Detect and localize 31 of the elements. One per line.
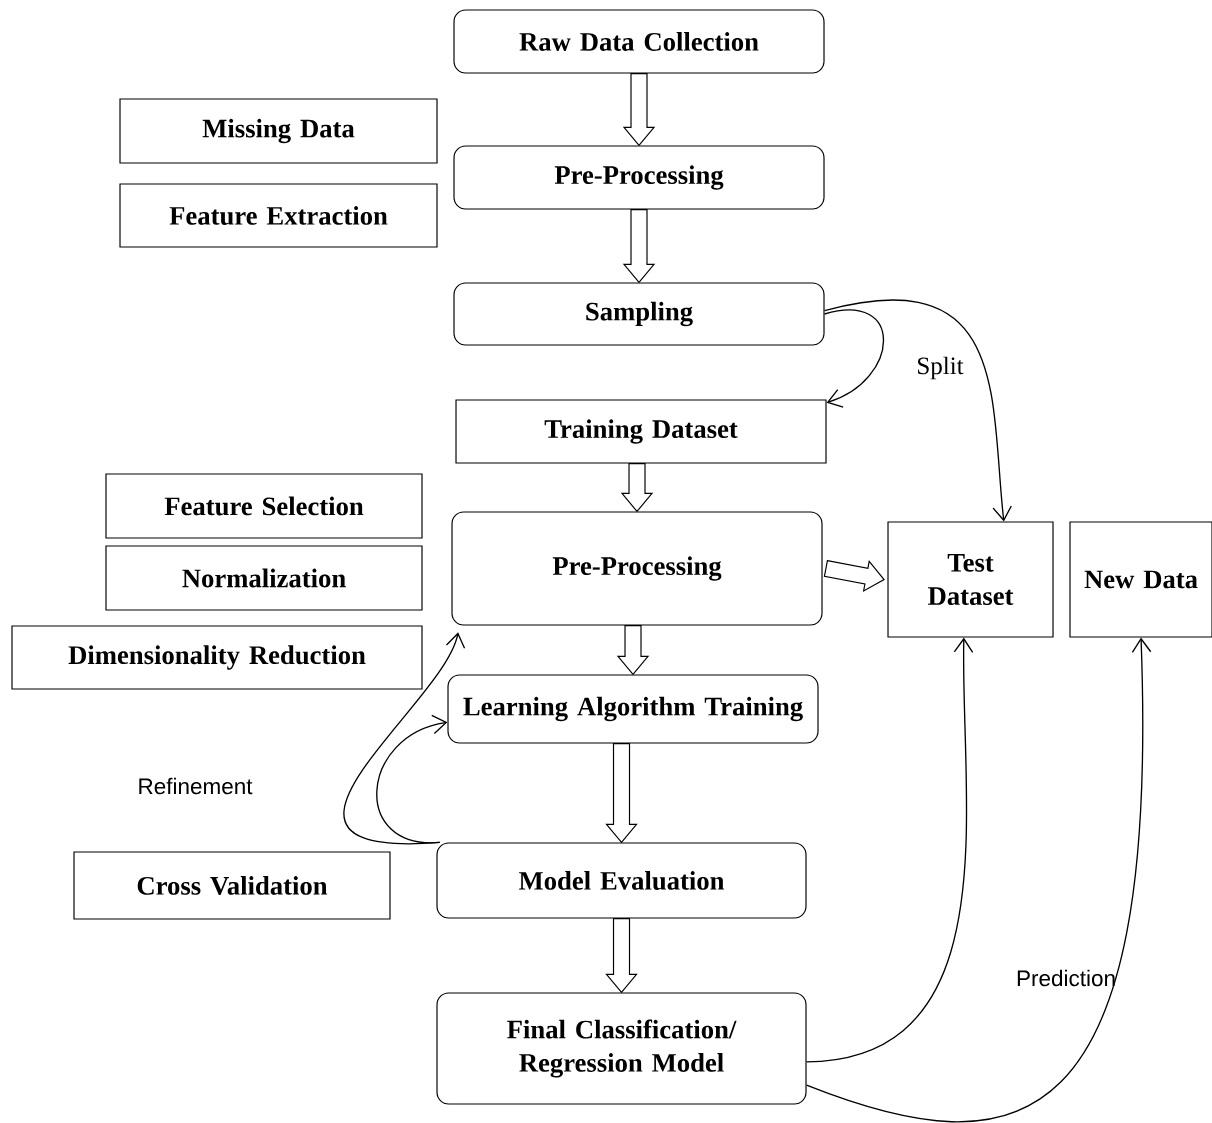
text-box: Cross Validation (73, 851, 391, 920)
curved-arrow (823, 309, 885, 408)
process-box: Pre-Processing (451, 511, 823, 626)
block-arrow (605, 743, 638, 844)
text-box: New Data (1069, 521, 1212, 638)
block-arrow (622, 209, 656, 284)
arrow-label: Refinement (139, 777, 253, 795)
curved-arrow (343, 632, 466, 845)
text-box: Feature Selection (105, 473, 423, 539)
block-arrow (616, 625, 650, 676)
arrow-label: Split (918, 356, 964, 380)
text-box: Training Dataset (455, 399, 827, 464)
block-arrow (605, 918, 638, 994)
process-box: Final Classification/ Regression Model (436, 992, 807, 1105)
process-box: Raw Data Collection (453, 9, 825, 74)
process-box: Pre-Processing (453, 145, 825, 210)
process-box: Sampling (453, 282, 825, 346)
curved-arrow (805, 637, 1152, 1123)
text-box: Missing Data (119, 98, 438, 164)
text-box: Test Dataset (887, 521, 1054, 638)
block-arrow (620, 463, 654, 513)
process-box: Learning Algorithm Training (447, 674, 819, 744)
block-arrow (622, 73, 656, 147)
arrow-label: Prediction (1017, 969, 1115, 987)
text-box: Normalization (105, 545, 423, 611)
text-box: Feature Extraction (119, 183, 438, 248)
text-box: Dimensionality Reduction (11, 625, 423, 690)
curved-arrow (376, 714, 448, 844)
curved-arrow (805, 637, 974, 1063)
curved-arrow (823, 299, 1012, 522)
process-box: Model Evaluation (436, 842, 807, 919)
